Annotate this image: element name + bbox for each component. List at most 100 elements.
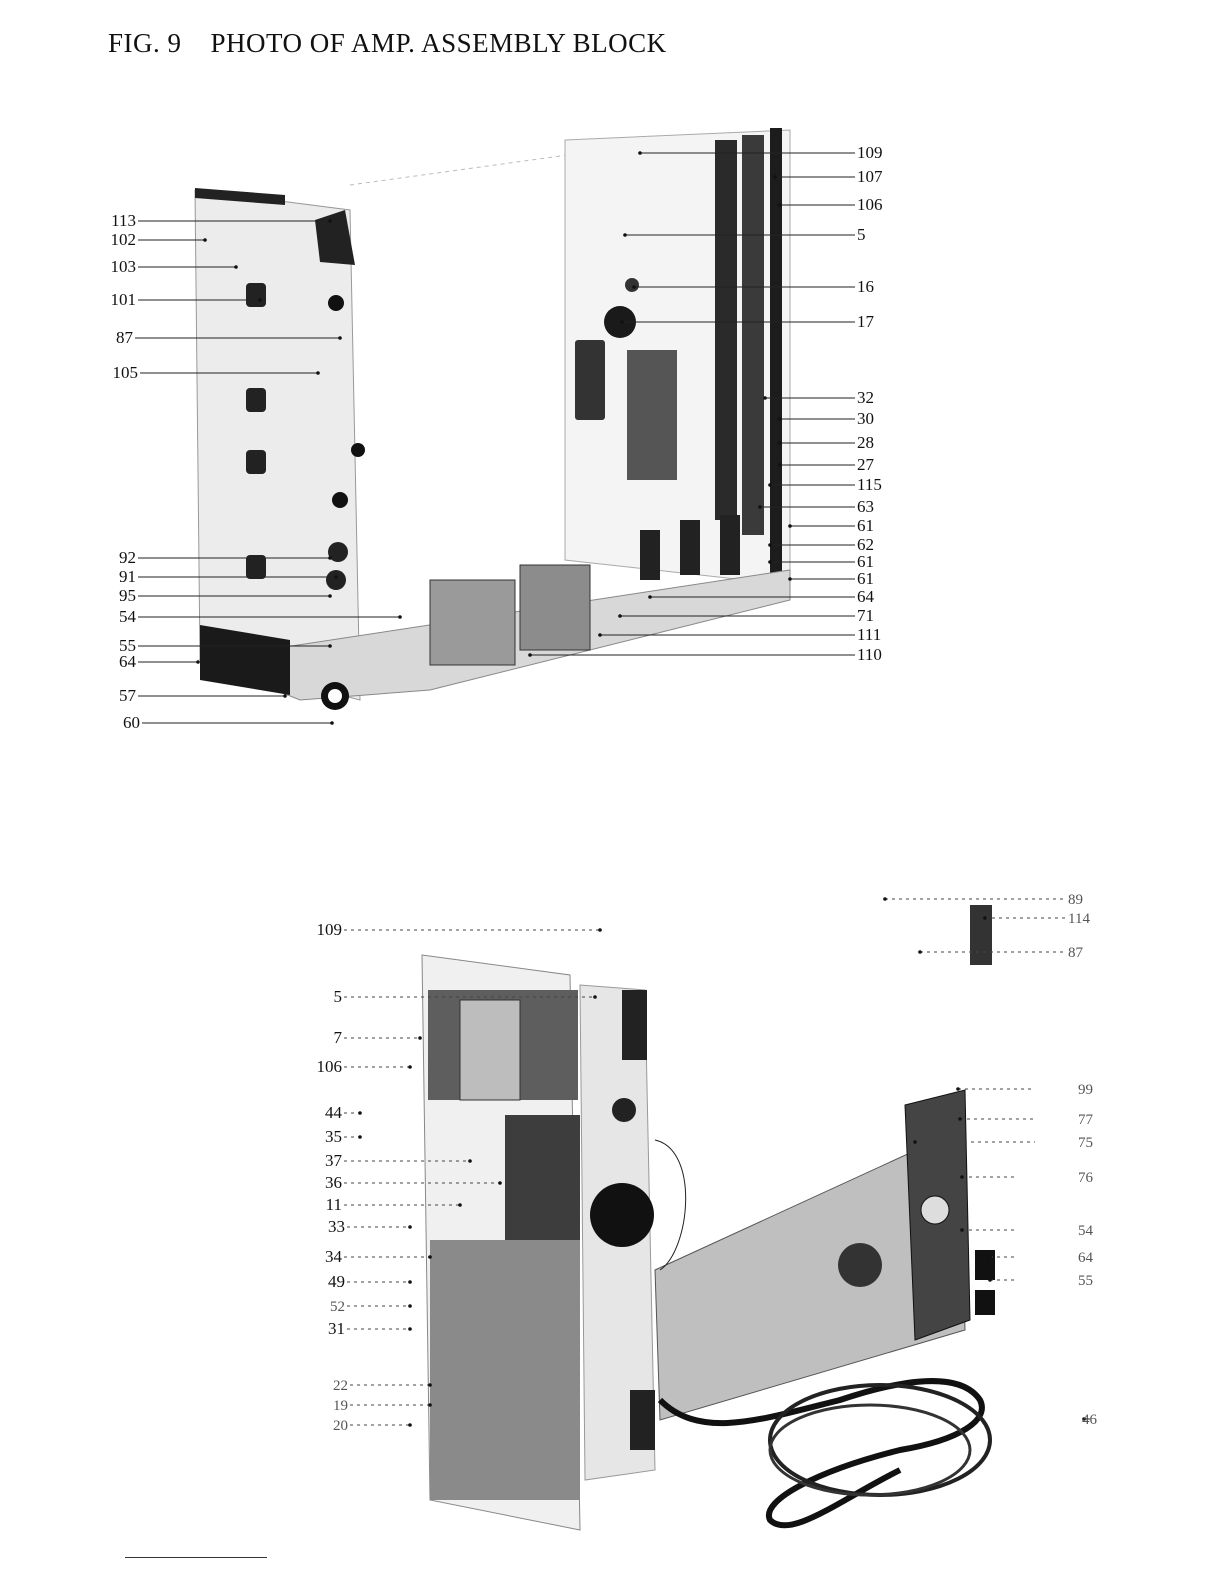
callout-anchor-dot: [334, 575, 338, 579]
part-number-label: 111: [857, 625, 881, 644]
part-number-label: 106: [317, 1057, 343, 1076]
part-number-label: 32: [857, 388, 874, 407]
part-number-label: 5: [857, 225, 866, 244]
callout-anchor-dot: [330, 721, 334, 725]
callout-anchor-dot: [983, 916, 987, 920]
part-number-label: 109: [857, 143, 883, 162]
callout-anchor-dot: [778, 441, 782, 445]
callout-anchor-dot: [468, 1159, 472, 1163]
callout-anchor-dot: [408, 1225, 412, 1229]
callout-anchor-dot: [458, 1203, 462, 1207]
part-number-label: 105: [113, 363, 139, 382]
part-number-label: 34: [325, 1247, 343, 1266]
callout-anchor-dot: [258, 298, 262, 302]
callout-anchor-dot: [528, 653, 532, 657]
part-number-label: 60: [123, 713, 140, 732]
callout-anchor-dot: [913, 1140, 917, 1144]
part-number-label: 52: [330, 1299, 345, 1315]
callout-anchor-dot: [778, 417, 782, 421]
part-number-label: 99: [1078, 1082, 1093, 1098]
part-number-label: 64: [1078, 1250, 1094, 1266]
part-number-label: 75: [1078, 1135, 1093, 1151]
callout-anchor-dot: [788, 577, 792, 581]
part-number-label: 17: [857, 312, 875, 331]
callout-anchor-dot: [620, 320, 624, 324]
callout-anchor-dot: [398, 615, 402, 619]
part-number-label: 16: [857, 277, 874, 296]
callout-anchor-dot: [758, 505, 762, 509]
part-number-label: 35: [325, 1127, 342, 1146]
callout-anchor-dot: [498, 1181, 502, 1185]
part-number-label: 49: [328, 1272, 345, 1291]
part-number-label: 46: [1082, 1412, 1098, 1428]
part-number-label: 115: [857, 475, 882, 494]
callout-anchor-dot: [918, 950, 922, 954]
callout-anchor-dot: [203, 238, 207, 242]
callout-anchor-dot: [328, 219, 332, 223]
part-number-label: 106: [857, 195, 883, 214]
callout-anchor-dot: [768, 560, 772, 564]
part-number-label: 113: [111, 211, 136, 230]
part-number-label: 57: [119, 686, 137, 705]
callout-anchor-dot: [408, 1327, 412, 1331]
part-number-label: 110: [857, 645, 882, 664]
part-number-label: 87: [116, 328, 134, 347]
part-number-label: 36: [325, 1173, 342, 1192]
callout-anchor-dot: [328, 594, 332, 598]
part-number-label: 44: [325, 1103, 343, 1122]
bottom-assembly-photo: [422, 905, 995, 1530]
part-number-label: 61: [857, 569, 874, 588]
part-number-label: 102: [111, 230, 137, 249]
callout-anchor-dot: [328, 556, 332, 560]
callout-anchor-dot: [648, 595, 652, 599]
part-number-label: 64: [119, 652, 137, 671]
callout-anchor-dot: [358, 1135, 362, 1139]
part-number-label: 107: [857, 167, 883, 186]
callout-anchor-dot: [196, 660, 200, 664]
callout-anchor-dot: [316, 371, 320, 375]
part-number-label: 27: [857, 455, 875, 474]
part-number-label: 28: [857, 433, 874, 452]
part-number-label: 20: [333, 1418, 348, 1434]
callout-anchor-dot: [960, 1175, 964, 1179]
callout-anchor-dot: [763, 396, 767, 400]
part-number-label: 92: [119, 548, 136, 567]
callout-anchor-dot: [773, 175, 777, 179]
callout-anchor-dot: [778, 463, 782, 467]
part-number-label: 95: [119, 586, 136, 605]
top-assembly-photo: [195, 128, 790, 710]
callout-anchor-dot: [428, 1255, 432, 1259]
part-number-label: 5: [334, 987, 343, 1006]
part-number-label: 64: [857, 587, 875, 606]
part-number-label: 33: [328, 1217, 345, 1236]
callout-anchor-dot: [408, 1065, 412, 1069]
callout-anchor-dot: [958, 1117, 962, 1121]
callout-anchor-dot: [234, 265, 238, 269]
part-number-label: 61: [857, 516, 874, 535]
callout-anchor-dot: [618, 614, 622, 618]
part-number-label: 7: [334, 1028, 343, 1047]
callout-anchor-dot: [418, 1036, 422, 1040]
footnote-rule: [125, 1557, 267, 1558]
part-number-label: 54: [119, 607, 137, 626]
part-number-label: 71: [857, 606, 874, 625]
part-number-label: 19: [333, 1398, 348, 1414]
part-number-label: 30: [857, 409, 874, 428]
part-number-label: 101: [111, 290, 137, 309]
callout-anchor-dot: [598, 928, 602, 932]
part-number-label: 63: [857, 497, 874, 516]
callout-anchor-dot: [788, 524, 792, 528]
callout-anchor-dot: [408, 1304, 412, 1308]
part-number-label: 31: [328, 1319, 345, 1338]
callout-anchor-dot: [883, 897, 887, 901]
callout-anchor-dot: [988, 1255, 992, 1259]
callout-anchor-dot: [428, 1403, 432, 1407]
callout-anchor-dot: [638, 151, 642, 155]
callout-anchor-dot: [598, 633, 602, 637]
callout-anchor-dot: [283, 694, 287, 698]
part-number-label: 54: [1078, 1223, 1094, 1239]
part-number-label: 87: [1068, 945, 1084, 961]
part-number-label: 76: [1078, 1170, 1094, 1186]
callout-anchor-dot: [428, 1383, 432, 1387]
